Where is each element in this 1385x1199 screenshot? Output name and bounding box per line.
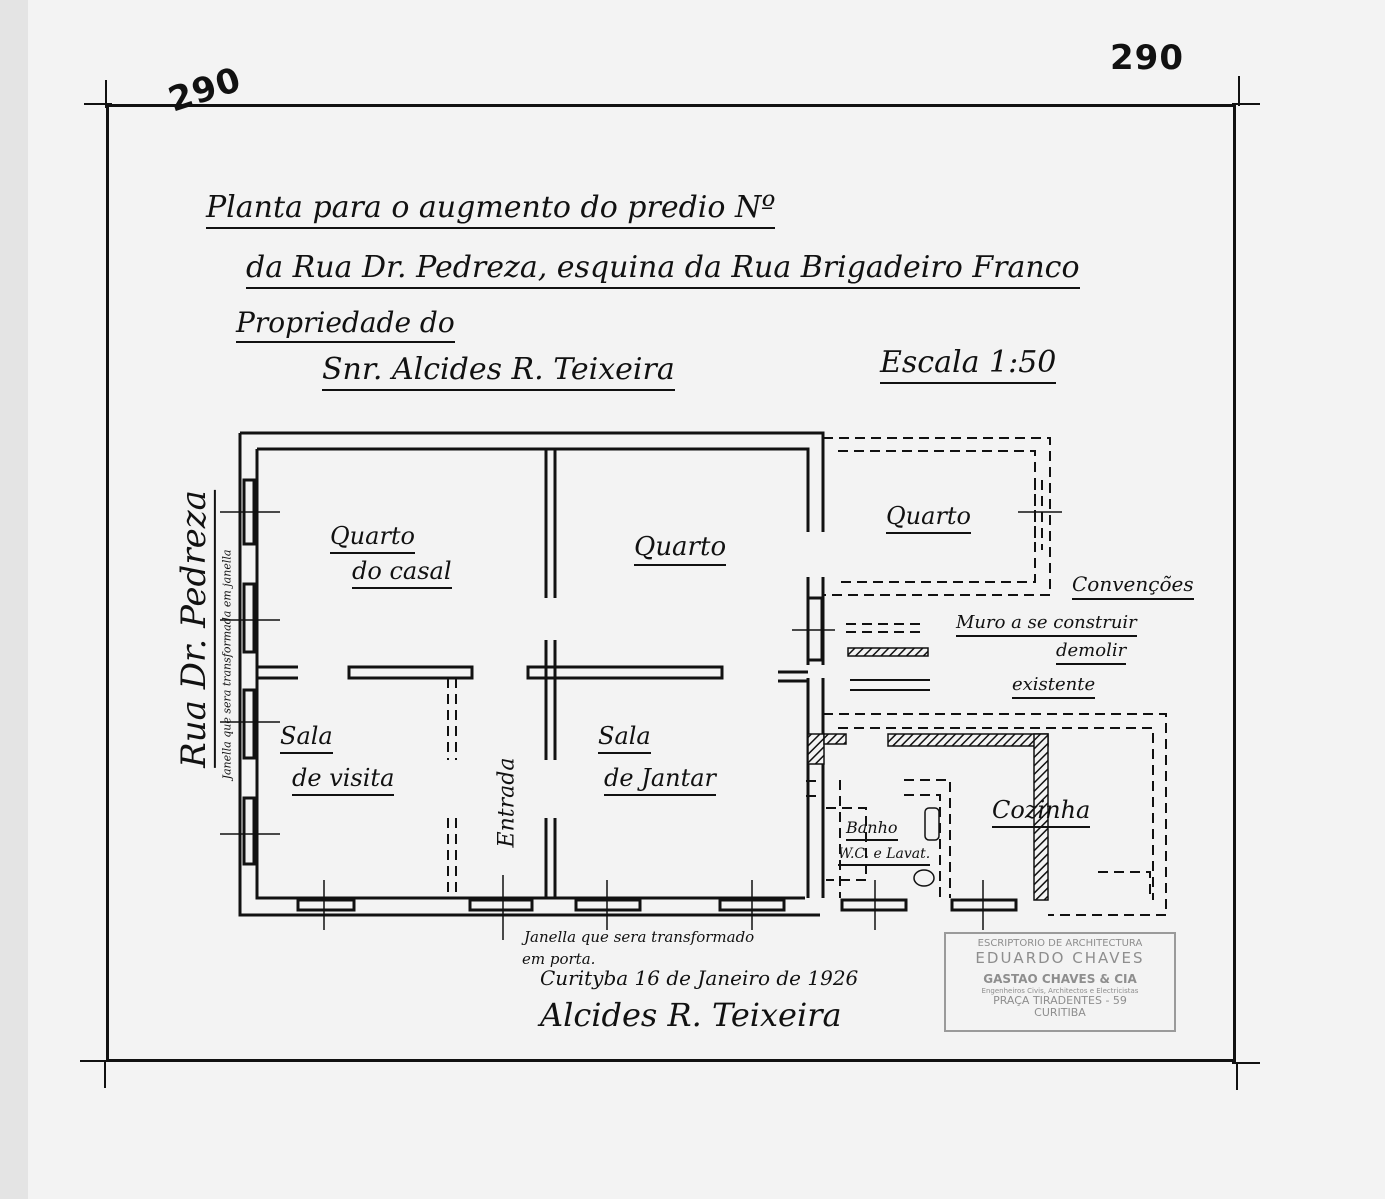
room-label-de-jantar: de Jantar xyxy=(604,764,717,796)
existing-wall xyxy=(238,433,820,917)
legend-muro xyxy=(846,623,926,633)
title-line-1: Planta para o augmento do predio Nº xyxy=(206,190,776,229)
room-label-entrada: Entrada xyxy=(494,757,520,848)
new-wall xyxy=(826,807,867,881)
legend-title: Convenções xyxy=(1072,572,1194,600)
hatched-wall xyxy=(887,733,1049,747)
stamp-line-1: ESCRIPTORIO DE ARCHITECTURA xyxy=(977,938,1143,949)
stamp-line-4: Engenheiros Civis, Architectos e Electri… xyxy=(981,986,1139,995)
stamp-line-6: CURITIBA xyxy=(1034,1007,1086,1020)
sheet-number-top-right: 290 xyxy=(1110,38,1184,78)
existing-wall xyxy=(806,678,825,898)
room-label-sala-jantar: Sala xyxy=(598,722,651,754)
title-line-2: da Rua Dr. Pedreza, esquina da Rua Briga… xyxy=(246,250,1080,289)
new-wall xyxy=(447,678,457,760)
legend-demolir-label: demolir xyxy=(1056,640,1127,665)
window xyxy=(950,898,1018,912)
hatched-wall xyxy=(823,733,847,745)
corner-tick xyxy=(84,103,112,105)
room-label-do-casal: do casal xyxy=(352,557,452,589)
bottom-note-line-2: em porta. xyxy=(522,950,596,968)
legend-demolir xyxy=(847,647,929,657)
new-wall xyxy=(823,437,1051,596)
partition xyxy=(544,818,557,898)
sink-icon xyxy=(924,807,940,841)
room-label-quarto-right: Quarto xyxy=(886,502,972,534)
existing-wall xyxy=(240,431,825,532)
corner-tick xyxy=(1238,76,1240,106)
legend-existente-label: existente xyxy=(1012,674,1096,699)
partition xyxy=(544,449,557,598)
partition xyxy=(347,665,474,680)
hatched-wall xyxy=(1033,733,1049,901)
new-wall xyxy=(838,727,1154,900)
room-label-de-visita: de visita xyxy=(292,764,395,796)
corner-tick xyxy=(1232,1062,1260,1064)
new-wall xyxy=(1034,480,1043,550)
title-line-3: Propriedade do xyxy=(236,306,455,343)
corner-tick xyxy=(105,80,107,108)
corner-tick xyxy=(1232,103,1260,105)
existing-wall xyxy=(255,449,805,900)
office-stamp: ESCRIPTORIO DE ARCHITECTURA EDUARDO CHAV… xyxy=(944,932,1176,1032)
window xyxy=(574,898,642,912)
new-wall xyxy=(904,779,951,898)
stamp-line-2: EDUARDO CHAVES xyxy=(975,949,1145,967)
new-wall xyxy=(1098,871,1151,900)
window xyxy=(296,898,356,912)
hatched-wall xyxy=(807,733,825,765)
window xyxy=(242,796,256,866)
existing-wall xyxy=(257,447,810,532)
room-label-cozinha: Cozinha xyxy=(992,796,1091,828)
room-label-quarto-center: Quarto xyxy=(634,532,727,566)
legend-existente xyxy=(850,679,930,691)
new-wall xyxy=(447,818,457,898)
room-label-banho: Banho xyxy=(846,818,898,841)
new-wall xyxy=(822,780,841,898)
toilet-icon xyxy=(913,869,935,887)
window xyxy=(806,596,824,662)
corner-tick xyxy=(1236,1062,1238,1090)
stamp-line-5: PRAÇA TIRADENTES - 59 xyxy=(993,994,1127,1007)
window xyxy=(242,582,256,654)
paper-edge xyxy=(0,0,28,1199)
stamp-line-3: GASTÃO CHAVES & CIA xyxy=(983,972,1137,986)
bottom-note-line-1: Janella que sera transformado xyxy=(524,928,755,946)
new-wall xyxy=(806,780,823,797)
window xyxy=(242,688,256,760)
drawing-border xyxy=(106,104,1236,1062)
room-label-sala-visita: Sala xyxy=(280,722,333,754)
partition xyxy=(526,665,724,680)
signature: Alcides R. Teixeira xyxy=(540,996,842,1034)
corner-tick xyxy=(80,1060,110,1062)
room-label-wc-lavat: W.C. e Lavat. xyxy=(838,846,931,866)
scale-label: Escala 1:50 xyxy=(880,345,1057,384)
legend-muro-label: Muro a se construir xyxy=(956,612,1137,637)
partition xyxy=(544,640,557,760)
owner-name: Snr. Alcides R. Teixeira xyxy=(322,352,675,391)
date-line: Curityba 16 de Janeiro de 1926 xyxy=(540,966,859,990)
window xyxy=(468,898,534,912)
partition xyxy=(257,665,298,680)
window xyxy=(840,898,908,912)
room-label-quarto-casal: Quarto xyxy=(330,522,416,554)
partition xyxy=(778,670,808,683)
corner-tick xyxy=(104,1060,106,1088)
